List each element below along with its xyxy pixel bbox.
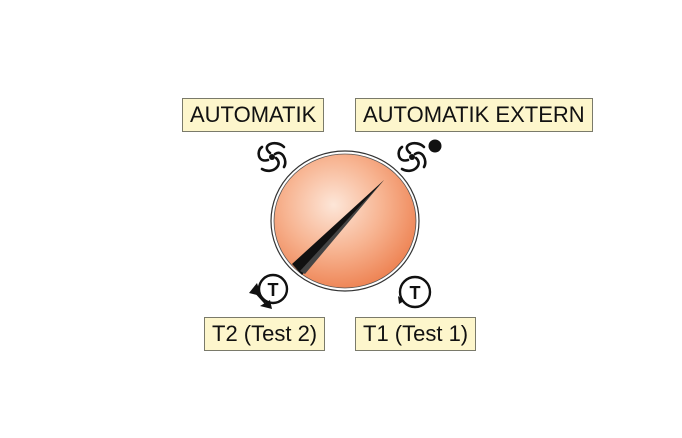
label-t2-test-2: T2 (Test 2) bbox=[204, 317, 326, 351]
label-automatik-extern: AUTOMATIK EXTERN bbox=[355, 98, 593, 132]
test-icon: T bbox=[398, 275, 432, 309]
label-t1-test-1: T1 (Test 1) bbox=[355, 317, 477, 351]
fan-swirl-dot-icon bbox=[397, 139, 442, 173]
fan-swirl-icon bbox=[257, 141, 287, 173]
t2-icon-letter: T bbox=[268, 280, 279, 300]
t1-icon-letter: T bbox=[410, 283, 421, 303]
test-rotate-icon: T bbox=[249, 273, 289, 309]
label-automatik: AUTOMATIK bbox=[182, 98, 325, 132]
selector-pointer bbox=[292, 180, 384, 275]
